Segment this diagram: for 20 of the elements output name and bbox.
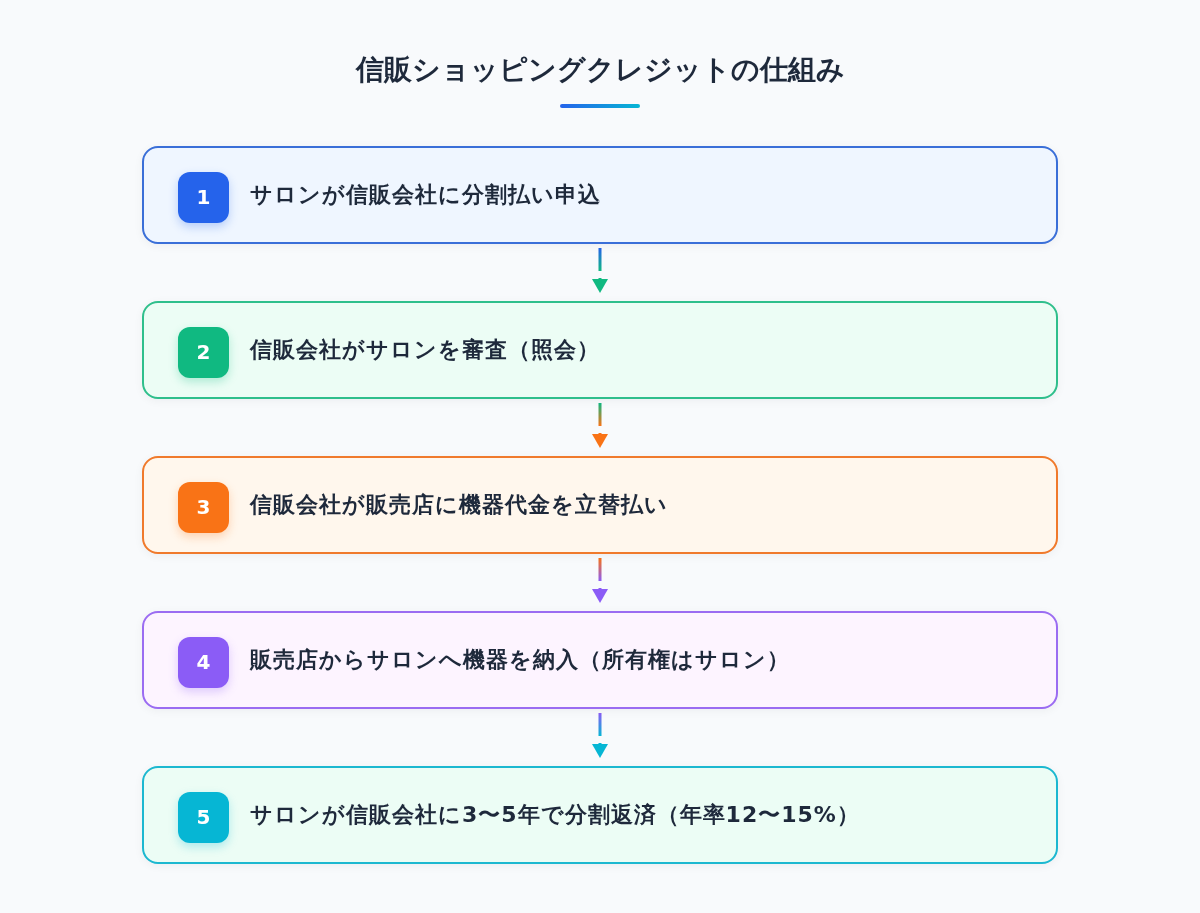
step-text: 信販会社がサロンを審査（照会） bbox=[250, 336, 600, 364]
number-badge: 1 bbox=[178, 171, 229, 223]
step-text: サロンが信販会社に分割払い申込 bbox=[250, 181, 601, 209]
number-badge: 2 bbox=[178, 326, 229, 378]
title: 信販ショッピングクレジットの仕組み bbox=[355, 52, 845, 88]
step-text: 信販会社が販売店に機器代金を立替払い bbox=[250, 491, 668, 519]
step-box bbox=[142, 301, 1058, 399]
step-box bbox=[142, 766, 1058, 864]
arrow bbox=[592, 556, 608, 603]
step-box bbox=[142, 456, 1058, 554]
arrow bbox=[592, 401, 608, 448]
number-badge: 4 bbox=[178, 636, 229, 688]
arrow bbox=[592, 246, 608, 293]
number-badge: 3 bbox=[178, 481, 229, 533]
step-text: サロンが信販会社に3〜5年で分割返済（年率12〜15%） bbox=[250, 801, 860, 829]
step-text: 販売店からサロンへ機器を納入（所有権はサロン） bbox=[250, 646, 790, 674]
arrow bbox=[592, 711, 608, 758]
step-box bbox=[142, 146, 1058, 244]
step-box bbox=[142, 611, 1058, 709]
number-badge: 5 bbox=[178, 791, 229, 843]
